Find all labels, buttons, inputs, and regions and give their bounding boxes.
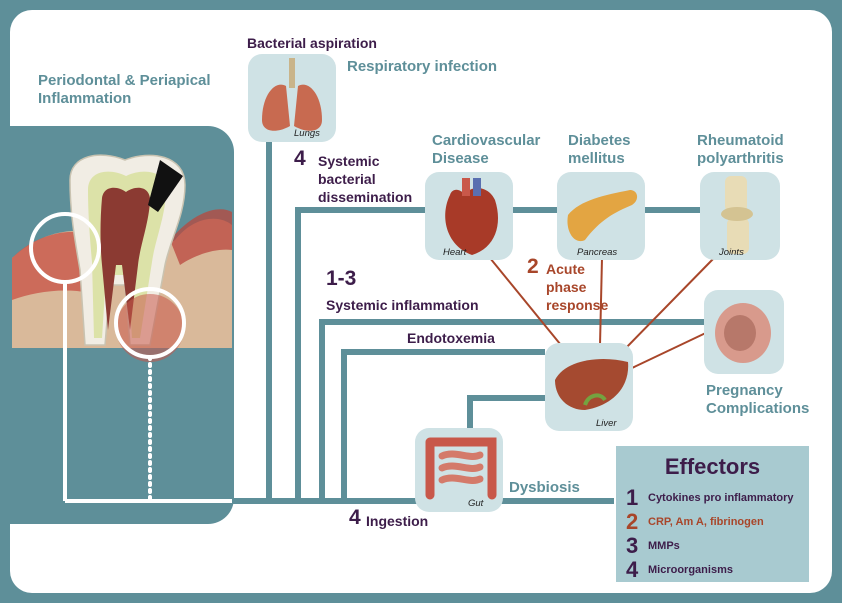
- label-cardiovascular: Cardiovascular Disease: [432, 132, 542, 168]
- effector-text: MMPs: [648, 540, 680, 552]
- label-acute-phase: Acute phase response: [546, 260, 616, 314]
- effector-text: Cytokines pro inflammatory: [648, 492, 793, 504]
- liver-tile: [545, 343, 633, 431]
- label-diabetes: Diabetes mellitus: [568, 132, 638, 168]
- effector-number: 2: [626, 509, 644, 535]
- organ-label-lungs: Lungs: [294, 128, 320, 139]
- effector-row: 3 MMPs: [626, 534, 680, 558]
- effectors-title: Effectors: [616, 454, 809, 480]
- dysbiosis-pathway: [470, 398, 545, 430]
- title-periodontal: Periodontal & Periapical Inflammation: [38, 72, 238, 108]
- effector-row: 2 CRP, Am A, fibrinogen: [626, 510, 764, 534]
- effector-text: CRP, Am A, fibrinogen: [648, 516, 764, 528]
- label-dysbiosis: Dysbiosis: [509, 479, 580, 497]
- dissemination-number: 4: [294, 150, 306, 168]
- periapical-lesion: [116, 294, 184, 362]
- effector-number: 4: [626, 557, 644, 583]
- effector-row: 4 Microorganisms: [626, 558, 733, 582]
- uterus-tile: [704, 290, 784, 374]
- gut-tile: [415, 428, 503, 512]
- organ-label-liver: Liver: [596, 418, 617, 429]
- tooth-illustration: [12, 155, 232, 501]
- label-systemic-dissemination: Systemic bacterial dissemination: [318, 152, 418, 206]
- label-ingestion: Ingestion: [366, 512, 428, 530]
- label-bacterial-aspiration: Bacterial aspiration: [247, 34, 377, 52]
- effector-number: 1: [626, 485, 644, 511]
- organ-label-pancreas: Pancreas: [577, 247, 617, 258]
- label-rheumatoid: Rheumatoid polyarthritis: [697, 132, 807, 168]
- dissemination-pathway: [298, 210, 430, 501]
- effector-number: 3: [626, 533, 644, 559]
- organ-label-gut: Gut: [468, 498, 483, 509]
- label-pregnancy: Pregnancy Complications: [706, 382, 816, 418]
- effectors-box: Effectors 1 Cytokines pro inflammatory 2…: [616, 446, 809, 582]
- heart-tile: [425, 172, 513, 260]
- acute-phase-number: 2: [527, 258, 539, 276]
- lungs-tile: [248, 54, 336, 142]
- label-systemic-inflammation: Systemic inflammation: [326, 296, 479, 314]
- label-endotoxemia: Endotoxemia: [407, 329, 495, 347]
- ingestion-number: 4: [349, 509, 361, 527]
- effector-row: 1 Cytokines pro inflammatory: [626, 486, 793, 510]
- systemic-inflammation-number: 1-3: [326, 270, 356, 288]
- organ-label-joints: Joints: [719, 247, 744, 258]
- effector-text: Microorganisms: [648, 564, 733, 576]
- label-respiratory-infection: Respiratory infection: [347, 58, 497, 76]
- organ-label-heart: Heart: [443, 247, 466, 258]
